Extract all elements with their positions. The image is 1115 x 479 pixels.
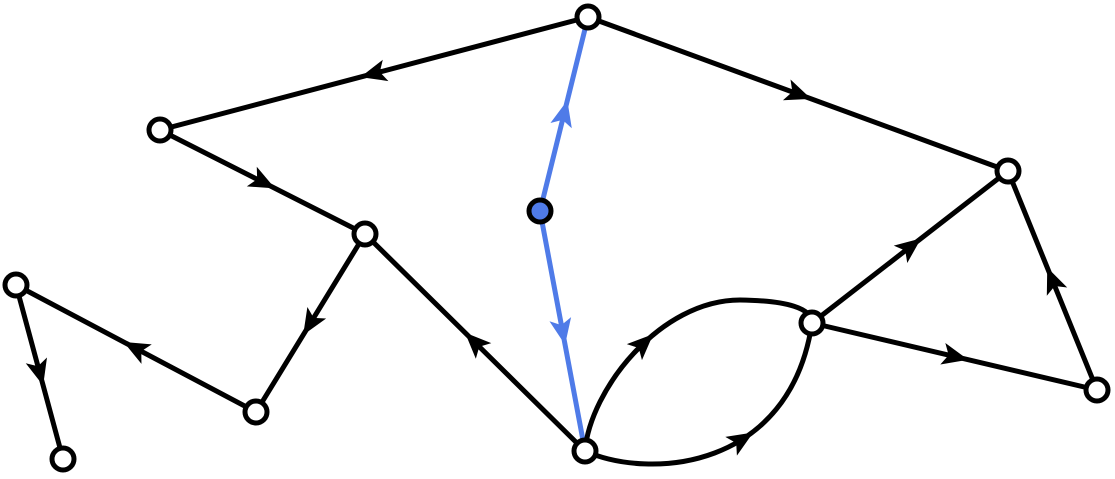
edge-top-to-right-arrow xyxy=(782,79,812,101)
edge-bottom-center-to-middle-left-arrow xyxy=(465,332,492,359)
node-highlighted xyxy=(526,197,554,225)
edge-bottom-center-to-center-right-upper xyxy=(582,297,815,454)
edge-bottom-center-to-center-right-lower-arrow xyxy=(725,432,754,456)
edge-bottom-right-to-right-arrow xyxy=(1046,267,1068,296)
node-bottom-center xyxy=(571,437,599,465)
node-middle-left xyxy=(351,220,379,248)
node-bottom-right xyxy=(1083,376,1111,404)
node-bottom-far-left xyxy=(49,445,77,473)
nodes-layer xyxy=(2,3,1111,473)
node-lower-left xyxy=(242,398,270,426)
edge-lower-left-to-far-left-arrow xyxy=(123,341,152,364)
edges-layer xyxy=(13,14,1100,467)
edge-highlighted-to-top-arrow xyxy=(550,100,572,129)
edge-middle-left-to-lower-left-arrow xyxy=(303,307,327,335)
edge-bottom-center-to-center-right-upper-arrow xyxy=(626,334,654,361)
edge-top-to-upper-left-arrow xyxy=(360,59,389,82)
edge-bottom-center-to-center-right-lower xyxy=(582,320,815,467)
edge-center-right-to-right-arrow xyxy=(893,238,922,264)
edge-highlighted-to-bottom-center-arrow xyxy=(549,317,572,345)
edge-far-left-to-bottom-far-left-arrow xyxy=(25,357,47,386)
node-top xyxy=(574,3,602,31)
node-center-right xyxy=(798,309,826,337)
node-right xyxy=(994,157,1022,185)
node-upper-left xyxy=(146,116,174,144)
edge-upper-left-to-middle-left-arrow xyxy=(246,166,275,189)
edge-center-right-to-bottom-right-arrow xyxy=(940,343,969,365)
node-far-left xyxy=(2,271,30,299)
